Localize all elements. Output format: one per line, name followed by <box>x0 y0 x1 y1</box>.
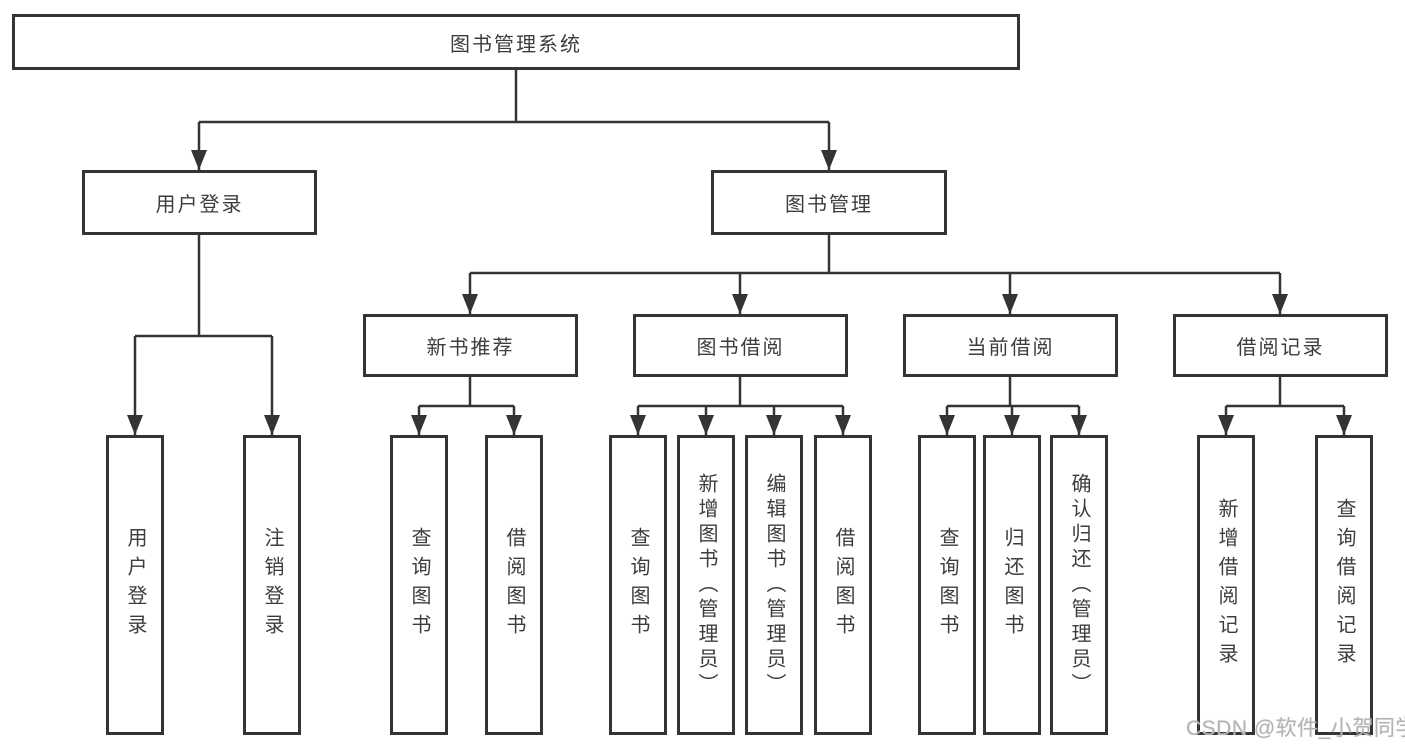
leaf-query-books-2-label: 查询图书 <box>627 527 649 643</box>
leaf-logout: 注销登录 <box>243 435 301 735</box>
csdn-watermark: CSDN @软件_小贺同学 <box>1186 717 1405 740</box>
leaf-add-borrow-record: 新增借阅记录 <box>1197 435 1255 735</box>
rail-userlogin-to-leaves <box>135 235 272 338</box>
leaf-query-books-1: 查询图书 <box>390 435 448 735</box>
rail-bookmgmt-to-level3 <box>470 235 1280 275</box>
leaf-user-login: 用户登录 <box>106 435 164 735</box>
rail-current-to-leaves <box>947 377 1079 408</box>
node-borrow-records-label: 借阅记录 <box>1236 337 1325 359</box>
leaf-add-book-admin: 新增图书（管理员） <box>677 435 735 735</box>
leaf-query-books-1-label: 查询图书 <box>408 527 430 643</box>
leaf-confirm-return-admin: 确认归还（管理员） <box>1050 435 1108 735</box>
root-node-label: 图书管理系统 <box>450 33 582 56</box>
leaf-add-borrow-record-label: 新增借阅记录 <box>1215 498 1237 672</box>
node-new-book-recommend-label: 新书推荐 <box>426 337 515 359</box>
node-borrow-records: 借阅记录 <box>1173 314 1388 377</box>
node-user-login: 用户登录 <box>82 170 317 235</box>
node-current-borrow-label: 当前借阅 <box>966 337 1055 359</box>
node-book-borrow-label: 图书借阅 <box>696 337 785 359</box>
leaf-query-books-3: 查询图书 <box>918 435 976 735</box>
node-new-book-recommend: 新书推荐 <box>363 314 578 377</box>
leaf-logout-label: 注销登录 <box>261 527 283 643</box>
rail-borrow-to-leaves <box>638 377 843 408</box>
leaf-return-books-label: 归还图书 <box>1001 527 1023 643</box>
node-current-borrow: 当前借阅 <box>903 314 1118 377</box>
node-book-management: 图书管理 <box>711 170 947 235</box>
root-node: 图书管理系统 <box>12 14 1020 70</box>
leaf-query-borrow-record-label: 查询借阅记录 <box>1333 498 1355 672</box>
leaf-query-books-2: 查询图书 <box>609 435 667 735</box>
node-user-login-label: 用户登录 <box>155 194 244 216</box>
rail-records-to-leaves <box>1226 377 1344 408</box>
leaf-user-login-label: 用户登录 <box>124 527 146 643</box>
node-book-management-label: 图书管理 <box>785 194 873 216</box>
node-book-borrow: 图书借阅 <box>633 314 848 377</box>
leaf-edit-book-admin-label: 编辑图书（管理员） <box>763 472 785 698</box>
leaf-borrow-books-1: 借阅图书 <box>485 435 543 735</box>
leaf-add-book-admin-label: 新增图书（管理员） <box>695 472 717 698</box>
leaf-borrow-books-1-label: 借阅图书 <box>503 527 525 643</box>
leaf-return-books: 归还图书 <box>983 435 1041 735</box>
leaf-borrow-books-2: 借阅图书 <box>814 435 872 735</box>
leaf-borrow-books-2-label: 借阅图书 <box>832 527 854 643</box>
leaf-query-books-3-label: 查询图书 <box>936 527 958 643</box>
leaf-confirm-return-admin-label: 确认归还（管理员） <box>1068 472 1090 698</box>
leaf-edit-book-admin: 编辑图书（管理员） <box>745 435 803 735</box>
leaf-query-borrow-record: 查询借阅记录 <box>1315 435 1373 735</box>
rail-root-to-level2 <box>199 70 829 124</box>
rail-newbook-to-leaves <box>419 377 514 408</box>
